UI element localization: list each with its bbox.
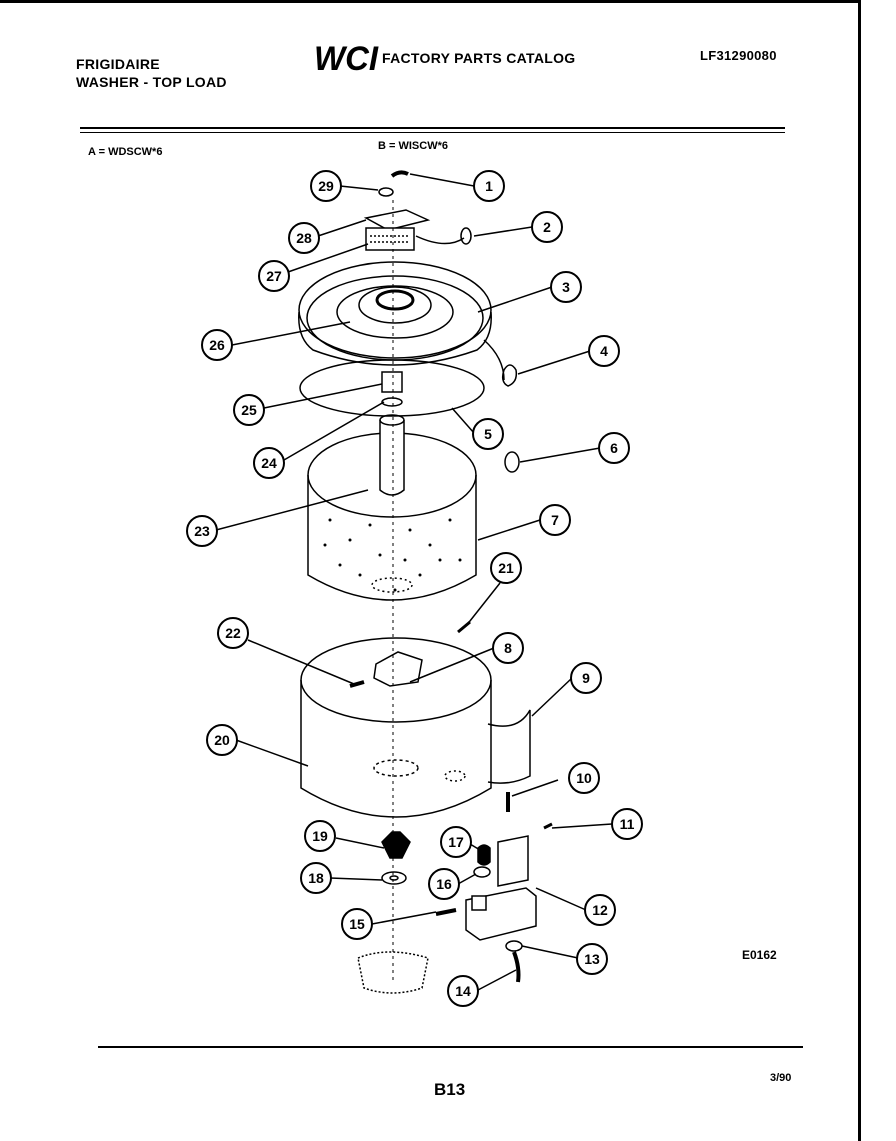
product-type: WASHER - TOP LOAD	[76, 74, 227, 90]
part-bracket	[497, 835, 529, 887]
part-elbow-fitting	[390, 170, 409, 178]
svg-text:8: 8	[504, 640, 512, 656]
callout-7: 7	[539, 504, 571, 536]
svg-text:5: 5	[484, 426, 492, 442]
footer-rule	[98, 1046, 803, 1048]
callout-12: 12	[584, 894, 616, 926]
callout-17: 17	[440, 826, 472, 858]
svg-text:10: 10	[576, 770, 592, 786]
svg-text:24: 24	[261, 455, 277, 471]
callout-28: 28	[288, 222, 320, 254]
svg-text:WCI: WCI	[314, 40, 380, 74]
callout-5: 5	[472, 418, 504, 450]
svg-text:11: 11	[620, 816, 635, 832]
svg-text:13: 13	[584, 951, 600, 967]
callout-1: 1	[473, 170, 505, 202]
callout-4: 4	[588, 335, 620, 367]
part-bolt	[349, 680, 365, 688]
part-hose-clamp	[460, 227, 472, 245]
svg-text:6: 6	[610, 440, 618, 456]
model-b-label: B = WISCW*6	[378, 140, 448, 152]
part-spring	[477, 844, 491, 866]
svg-text:17: 17	[448, 834, 464, 850]
part-snubber-clip	[501, 364, 518, 387]
callout-26: 26	[201, 329, 233, 361]
part-drain-hose	[512, 951, 521, 983]
page-border-right	[858, 0, 861, 1141]
callout-8: 8	[492, 632, 524, 664]
part-pin	[435, 908, 457, 916]
callout-29: 29	[310, 170, 342, 202]
callout-15: 15	[341, 908, 373, 940]
part-agitator	[379, 420, 405, 496]
page-number: B13	[434, 1080, 466, 1099]
svg-text:9: 9	[582, 670, 590, 686]
callout-10: 10	[568, 762, 600, 794]
callout-6: 6	[598, 432, 630, 464]
svg-text:21: 21	[498, 560, 514, 576]
svg-text:22: 22	[225, 625, 241, 641]
svg-text:19: 19	[312, 828, 328, 844]
svg-text:28: 28	[296, 230, 312, 246]
svg-text:7: 7	[551, 512, 559, 528]
callout-16: 16	[428, 868, 460, 900]
callout-18: 18	[300, 862, 332, 894]
callout-11: 11	[611, 808, 643, 840]
part-gasket-ring	[381, 871, 407, 885]
svg-text:23: 23	[194, 523, 210, 539]
callout-9: 9	[570, 662, 602, 694]
callout-14: 14	[447, 975, 479, 1007]
part-tub-shield	[487, 709, 531, 784]
part-spanner-nut	[381, 371, 403, 393]
page-border-top	[0, 0, 860, 3]
header-rule	[80, 127, 785, 129]
brand-name: FRIGIDAIRE	[76, 56, 160, 72]
svg-text:20: 20	[214, 732, 230, 748]
svg-text:29: 29	[318, 178, 334, 194]
part-spring-washer	[473, 866, 491, 878]
svg-text:4: 4	[600, 343, 608, 359]
svg-text:26: 26	[209, 337, 225, 353]
revision-date: 3/90	[770, 1072, 792, 1084]
svg-text:12: 12	[592, 902, 608, 918]
part-small-screw	[543, 822, 553, 830]
callout-22: 22	[217, 617, 249, 649]
model-a-label: A = WDSCW*6	[88, 146, 163, 158]
part-seal-assembly	[381, 831, 411, 859]
part-drain-clamp	[505, 940, 523, 952]
svg-text:18: 18	[308, 870, 324, 886]
svg-text:27: 27	[266, 268, 282, 284]
header-rule-thin	[80, 132, 785, 133]
svg-text:16: 16	[436, 876, 452, 892]
callout-23: 23	[186, 515, 218, 547]
callout-25: 25	[233, 394, 265, 426]
svg-text:25: 25	[241, 402, 257, 418]
part-bushing	[504, 451, 520, 473]
callout-3: 3	[550, 271, 582, 303]
callout-27: 27	[258, 260, 290, 292]
part-pressure-switch	[363, 209, 431, 231]
catalog-title: FACTORY PARTS CATALOG	[382, 50, 576, 66]
svg-text:2: 2	[543, 219, 551, 235]
wci-logo: WCI	[314, 40, 380, 74]
document-number: LF31290080	[700, 48, 777, 63]
leader-lines	[215, 173, 613, 991]
part-drive-hub	[357, 951, 429, 994]
svg-text:15: 15	[349, 916, 365, 932]
svg-text:14: 14	[455, 983, 471, 999]
svg-text:3: 3	[562, 279, 570, 295]
diagram-code: E0162	[742, 948, 777, 962]
part-drive-block	[373, 651, 423, 687]
callout-20: 20	[206, 724, 238, 756]
callout-19: 19	[304, 820, 336, 852]
svg-text:1: 1	[485, 178, 493, 194]
part-washer	[381, 397, 403, 407]
part-tub-gasket	[299, 359, 485, 417]
callout-2: 2	[531, 211, 563, 243]
callout-24: 24	[253, 447, 285, 479]
part-clip-ring	[378, 187, 394, 197]
callout-13: 13	[576, 943, 608, 975]
callout-21: 21	[490, 552, 522, 584]
